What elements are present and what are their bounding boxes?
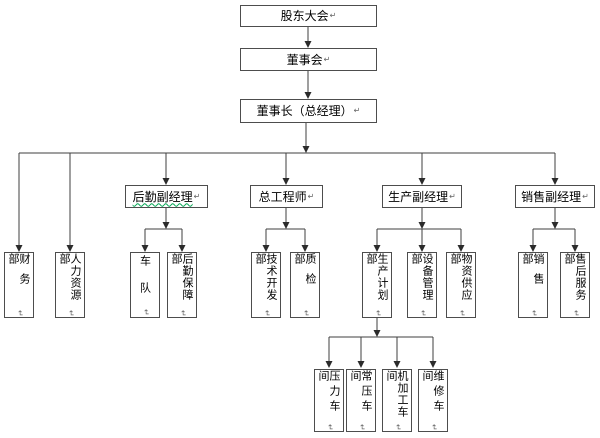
node-sales-dept: 销售部 ↵	[518, 252, 548, 318]
node-material-supply-dept: 物资供应部 ↵	[446, 252, 476, 318]
paragraph-return-mark: ↵	[571, 310, 581, 317]
node-label: 股东大会	[280, 9, 329, 23]
node-label: 生产计划部	[365, 253, 389, 301]
paragraph-return-mark: ↵	[449, 191, 456, 201]
paragraph-return-mark: ↵	[141, 308, 151, 316]
node-label: 车队	[138, 254, 152, 309]
node-label: 维修车间	[421, 370, 445, 415]
paragraph-return-mark: ↵	[193, 191, 201, 201]
node-label: 销售副经理	[521, 189, 582, 204]
paragraph-return-mark: ↵	[301, 310, 311, 317]
paragraph-return-mark: ↵	[353, 106, 361, 115]
node-after-sales-service-dept: 售后服务部 ↵	[560, 252, 590, 318]
node-chief-engineer: 总工程师↵	[250, 185, 323, 208]
node-label: 技术开发部	[254, 253, 278, 301]
node-pressure-workshop: 压力车间 ↵	[314, 369, 344, 432]
connector-line-group	[18, 27, 576, 363]
node-tech-development-dept: 技术开发部 ↵	[251, 252, 281, 318]
paragraph-return-mark: ↵	[582, 191, 589, 201]
node-label: 总工程师	[258, 189, 307, 204]
node-label: 常压车间	[349, 370, 373, 415]
node-production-deputy-manager: 生产副经理↵	[382, 185, 462, 208]
node-machining-workshop: 机加工车间 ↵	[382, 369, 412, 432]
node-label: 设备管理部	[410, 253, 434, 301]
paragraph-return-mark: ↵	[325, 424, 335, 431]
node-label: 销售部	[521, 253, 545, 293]
node-sales-deputy-manager: 销售副经理↵	[515, 185, 595, 208]
node-quality-inspection-dept: 质检部 ↵	[290, 252, 320, 318]
node-label: 质检部	[293, 253, 317, 293]
paragraph-return-mark: ↵	[529, 310, 539, 317]
node-label: 压力车间	[317, 370, 341, 415]
node-maintenance-workshop: 维修车间 ↵	[418, 369, 448, 432]
paragraph-return-mark: ↵	[15, 310, 25, 317]
paragraph-return-mark: ↵	[393, 424, 403, 431]
node-logistics-deputy-manager: 后勤副经理↵	[125, 185, 208, 208]
paragraph-return-mark: ↵	[457, 310, 467, 317]
paragraph-return-mark: ↵	[418, 310, 428, 317]
node-finance-dept: 财务部 ↵	[4, 252, 34, 318]
node-label: 生产副经理	[388, 189, 449, 204]
node-logistics-support-dept: 后勤保障部 ↵	[167, 252, 197, 318]
paragraph-return-mark: ↵	[357, 424, 367, 431]
paragraph-return-mark: ↵	[373, 310, 383, 317]
node-shareholders-meeting: 股东大会↵	[240, 5, 377, 27]
paragraph-return-mark: ↵	[307, 191, 315, 201]
paragraph-return-mark: ↵	[66, 310, 76, 317]
arrowhead-group	[15, 41, 579, 368]
paragraph-return-mark: ↵	[178, 310, 188, 317]
node-label: 董事长（总经理）	[256, 104, 353, 118]
node-label: 董事会	[286, 52, 323, 67]
node-atmospheric-pressure-workshop: 常压车间 ↵	[346, 369, 376, 432]
paragraph-return-mark: ↵	[329, 11, 337, 20]
node-label: 人力资源部	[58, 253, 82, 301]
paragraph-return-mark: ↵	[429, 424, 439, 431]
node-hr-dept: 人力资源部 ↵	[55, 252, 85, 318]
node-label: 后勤保障部	[170, 253, 194, 301]
node-chairman-general-manager: 董事长（总经理）↵	[240, 99, 377, 123]
node-label: 售后服务部	[563, 253, 587, 301]
node-equipment-management-dept: 设备管理部 ↵	[407, 252, 437, 318]
node-board-of-directors: 董事会↵	[240, 48, 377, 71]
node-label: 财务部	[7, 253, 31, 293]
node-fleet: 车队↵	[130, 252, 160, 318]
node-production-planning-dept: 生产计划部 ↵	[362, 252, 392, 318]
node-label: 后勤副经理	[132, 189, 193, 204]
node-label: 物资供应部	[449, 253, 473, 301]
paragraph-return-mark: ↵	[262, 310, 272, 317]
node-label: 机加工车间	[385, 370, 409, 418]
paragraph-return-mark: ↵	[323, 54, 331, 64]
